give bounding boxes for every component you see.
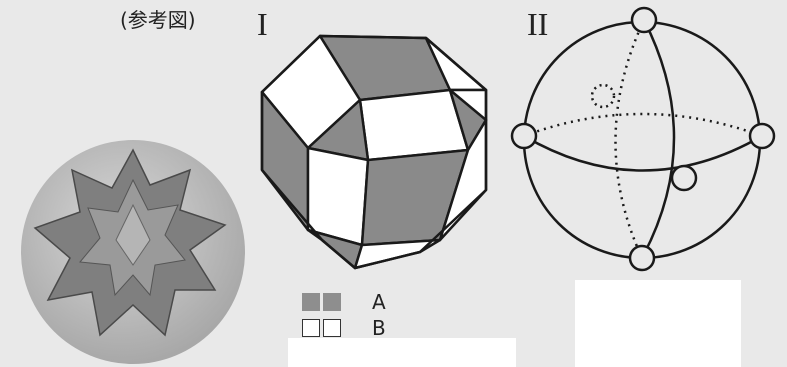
sphere-figure [510, 6, 776, 272]
legend-swatch-a-2 [323, 293, 341, 311]
figure-label-1: I [257, 6, 268, 42]
vertex-left [510, 122, 538, 150]
masked-box-2 [575, 280, 741, 367]
masked-box-1 [288, 338, 516, 367]
polyhedron-figure [260, 34, 488, 270]
equator-back [523, 112, 763, 138]
legend-row-b: B [302, 316, 386, 340]
face-b-center [358, 88, 470, 162]
meridian-back [614, 19, 646, 259]
vertex-top [630, 6, 658, 34]
caption: (参考図) [120, 8, 196, 32]
figure-label-2: II [527, 6, 549, 42]
legend-row-a: A [302, 290, 386, 314]
legend-label-a: A [372, 290, 386, 314]
vertex-back [590, 83, 616, 109]
legend-swatch-a-1 [302, 293, 320, 311]
legend-swatch-b-1 [302, 319, 320, 337]
meridian-front [640, 19, 676, 259]
equator-front [523, 134, 763, 172]
face-b-lower-left [306, 146, 370, 247]
vertex-front [670, 164, 698, 192]
legend-label-b: B [372, 316, 386, 340]
vertex-right [748, 122, 776, 150]
legend-swatch-b-2 [323, 319, 341, 337]
vertex-bottom [628, 244, 656, 272]
sphere-outline [522, 20, 762, 260]
origami-photo [21, 140, 245, 364]
